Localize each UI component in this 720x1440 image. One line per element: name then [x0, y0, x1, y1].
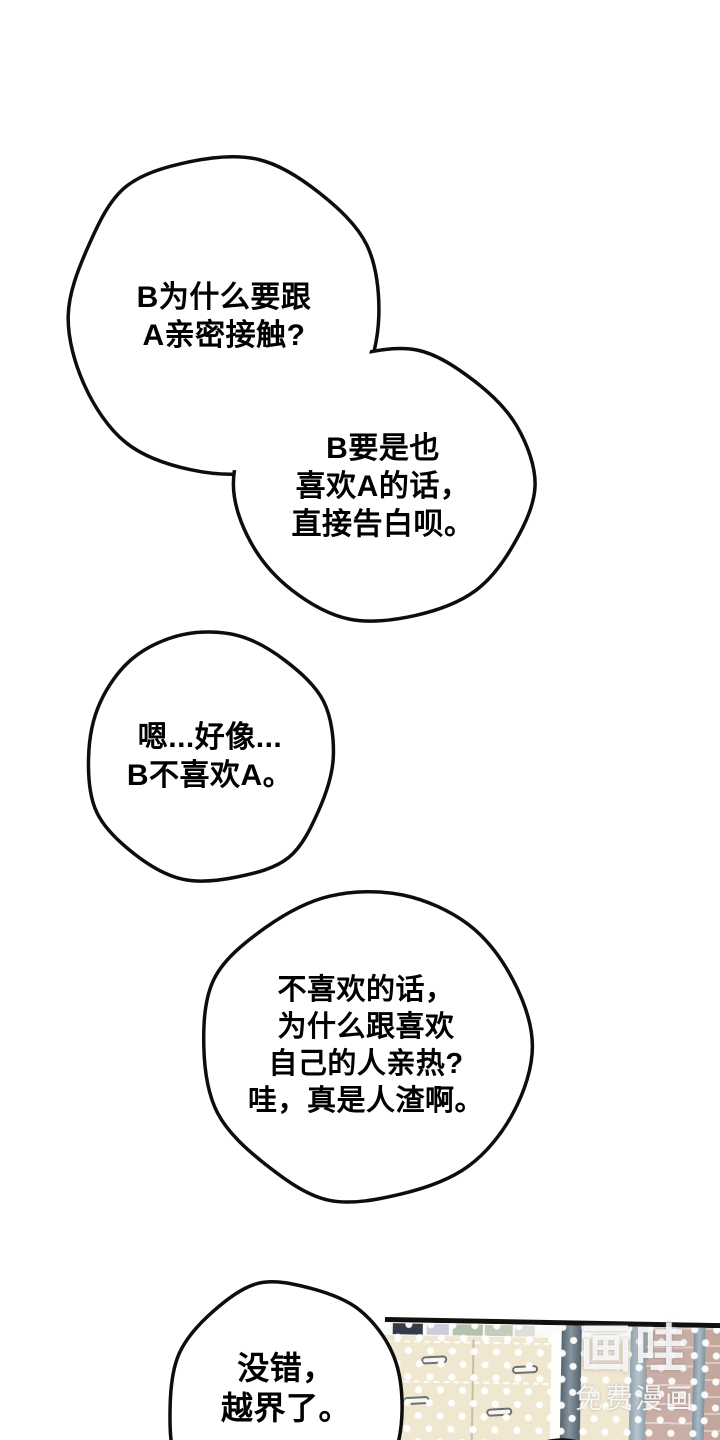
cabinet-seam-vertical [470, 1339, 475, 1440]
shelf-item-sage [452, 1324, 483, 1336]
pink-brick-wall-2 [703, 1327, 720, 1440]
speech-bubble-2-text: B要是也 喜欢A的话， 直接告白呗。 [291, 432, 475, 541]
shelf-item-gray [514, 1325, 535, 1337]
shelf-item-sage-2 [484, 1324, 513, 1337]
shelf-item-dark [392, 1323, 423, 1335]
drawer-handle [511, 1364, 539, 1375]
shelf-item-lavender [426, 1323, 449, 1336]
wall-pillar-gray [628, 1326, 647, 1440]
scene-panel [382, 1317, 720, 1440]
drawer-handle [403, 1395, 430, 1406]
drawer-handle [421, 1355, 448, 1365]
drawer-handle [486, 1407, 513, 1417]
pink-brick-wall [644, 1326, 694, 1440]
wall-pillar-dark [559, 1325, 582, 1440]
speech-bubble-3-text: 嗯...好像... B不喜欢A。 [126, 721, 294, 792]
speech-bubble-4-text: 不喜欢的话， 为什么跟喜欢 自己的人亲热? 哇，真是人渣啊。 [247, 974, 484, 1117]
speech-bubble-1-text: B为什么要跟 A亲密接触? [136, 281, 312, 352]
speech-bubble-5-text: 没错， 越界了。 [220, 1350, 351, 1426]
